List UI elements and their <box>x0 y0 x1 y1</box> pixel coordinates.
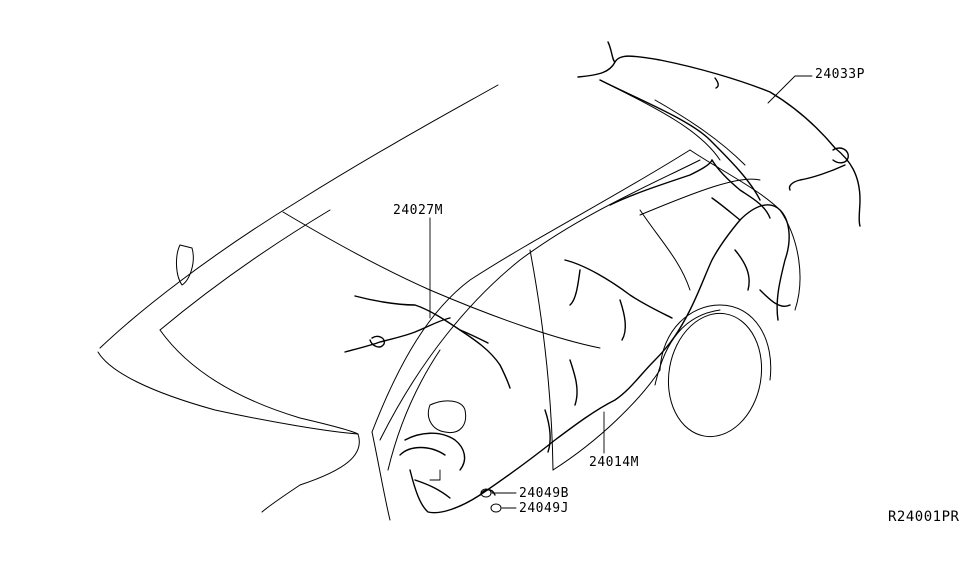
harness-24033P <box>577 41 861 227</box>
grommet-24049J <box>490 503 502 513</box>
part-label-24027M: 24027M <box>393 203 443 218</box>
part-label-24033P: 24033P <box>815 67 865 82</box>
part-label-24014M: 24014M <box>589 455 639 470</box>
grommet-24049B <box>480 488 492 498</box>
harness-24014M <box>399 159 791 514</box>
part-label-24049J: 24049J <box>519 501 569 516</box>
leader-lines <box>429 75 813 509</box>
harness-24027M <box>344 295 511 389</box>
part-label-24049B: 24049B <box>519 486 569 501</box>
diagram-id: R24001PR <box>888 509 960 525</box>
